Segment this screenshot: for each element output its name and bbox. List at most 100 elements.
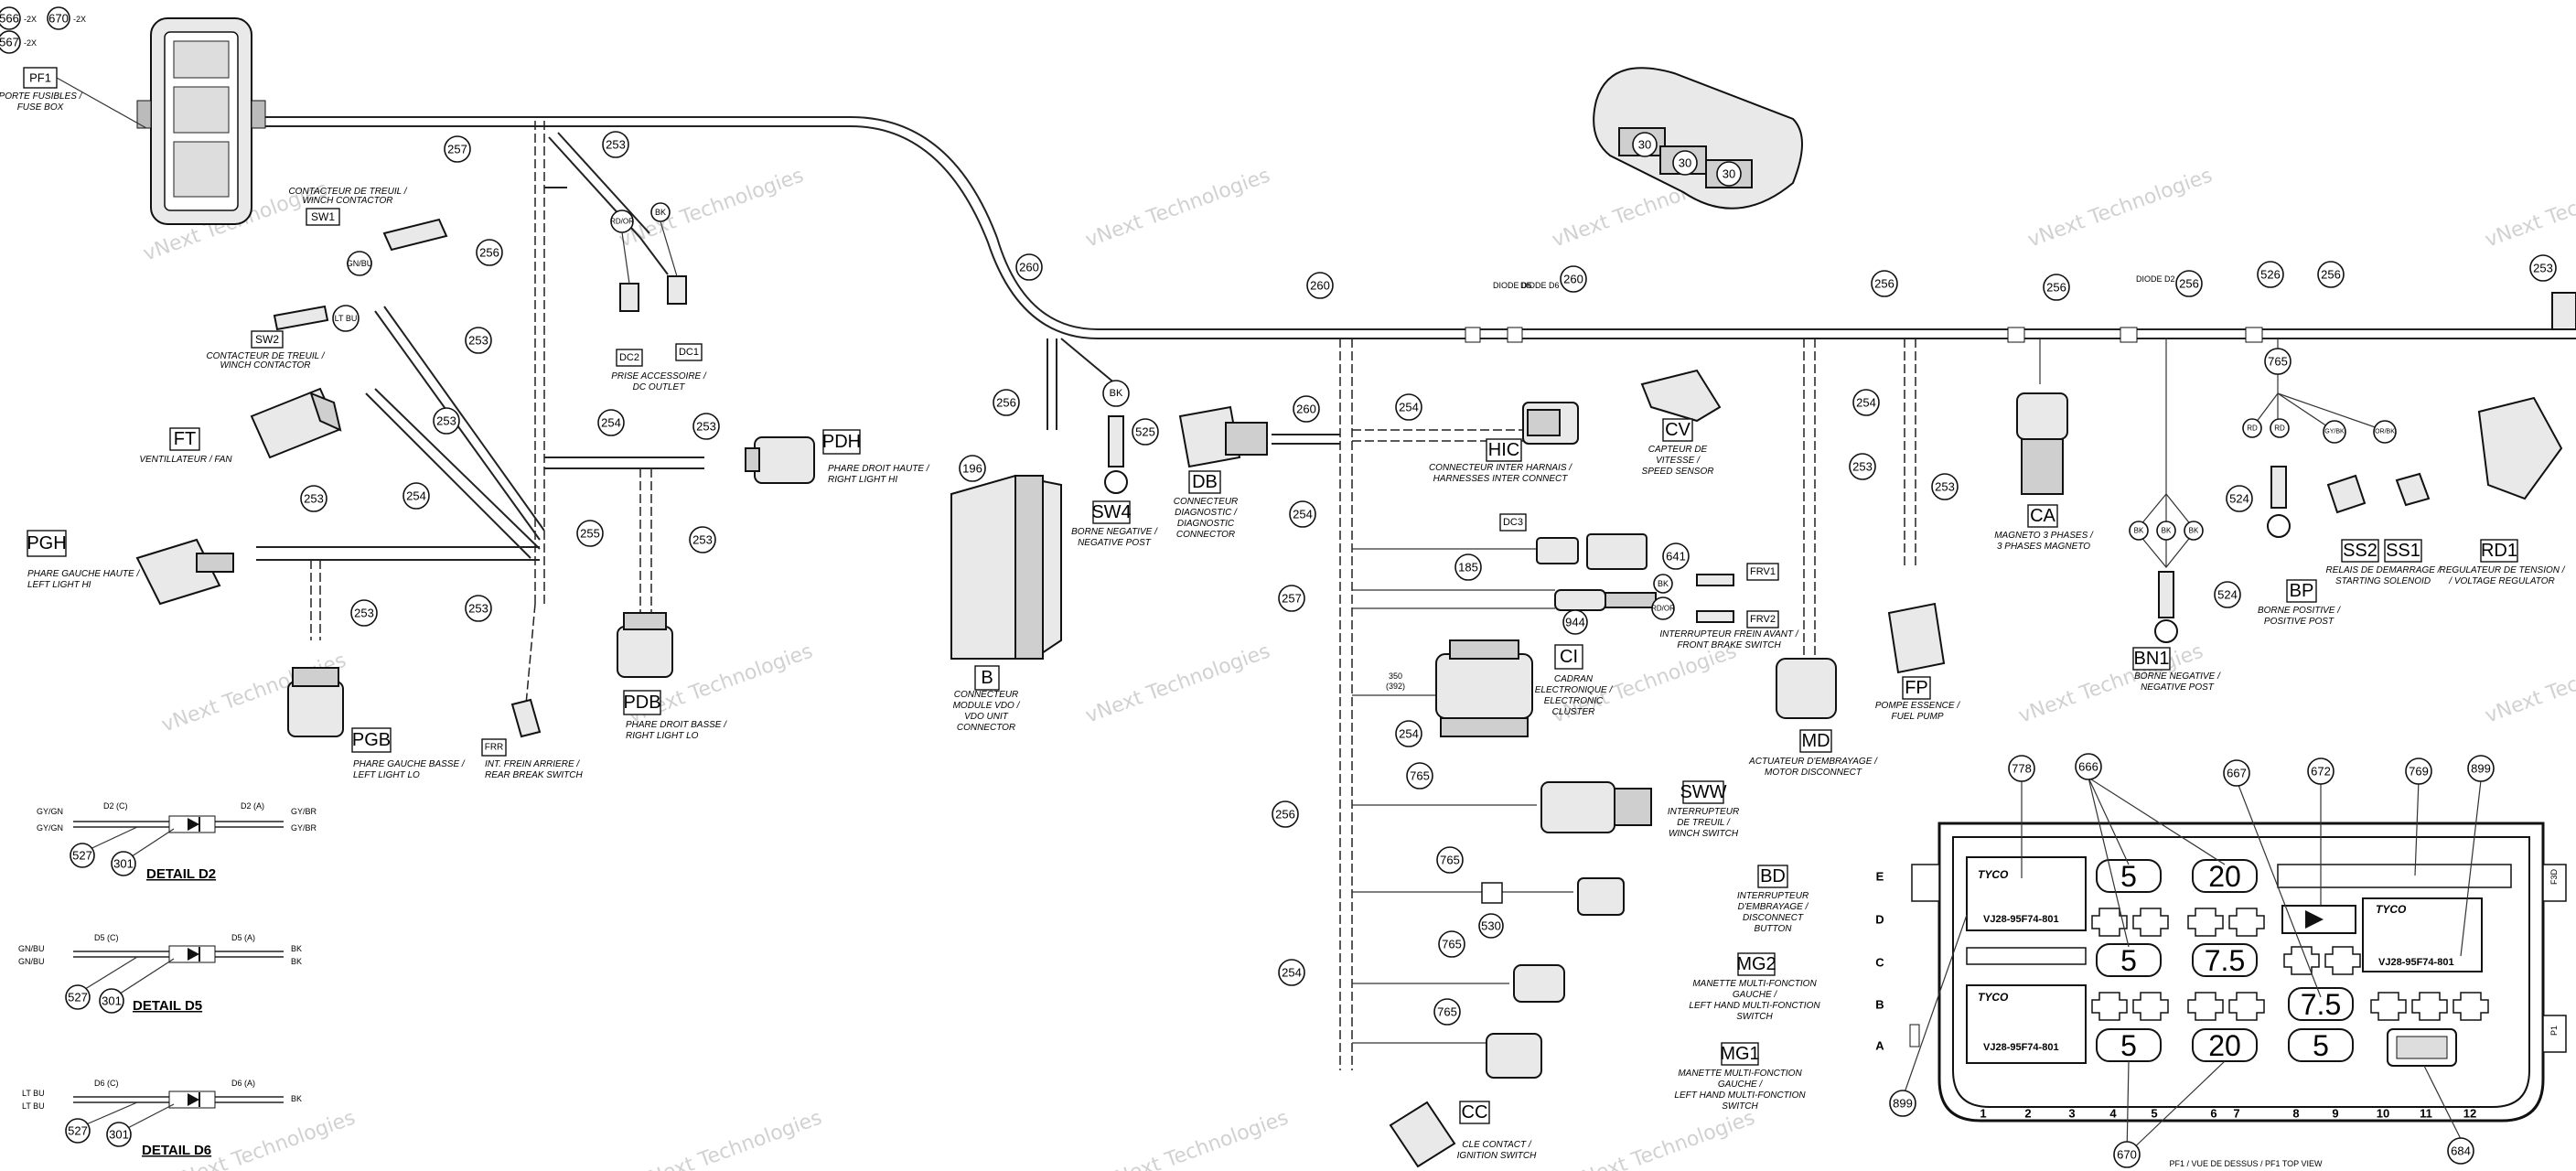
svg-text:20: 20: [2208, 1029, 2241, 1062]
d2-callout-527: 527: [70, 843, 95, 868]
ss-desc: STARTING SOLENOID: [2335, 576, 2431, 586]
pgh-code: PGH: [27, 530, 67, 557]
cc-ignition-connector[interactable]: [1389, 1101, 1456, 1168]
dc3-connector[interactable]: [1536, 533, 1648, 570]
callout-765-bp: 765: [2264, 348, 2292, 375]
dc1-connector[interactable]: [667, 275, 687, 305]
sww-desc: INTERRUPTEUR: [1668, 807, 1739, 817]
rd1-regulator-connector[interactable]: [2477, 292, 2576, 500]
frv-connector[interactable]: [1554, 589, 1657, 611]
callout-254-a: 254: [402, 482, 430, 510]
pgh-connector[interactable]: [135, 538, 234, 606]
fuse-5-a2[interactable]: 5: [2288, 1028, 2354, 1062]
sw4-post[interactable]: [1104, 415, 1128, 494]
wire-tag-rd-1: RD: [2242, 418, 2262, 438]
callout-253-a: 253: [465, 327, 492, 354]
ft-connector[interactable]: [250, 387, 342, 459]
frv1-code: FRV1: [1746, 563, 1779, 581]
svg-text:253: 253: [304, 492, 324, 506]
md-desc: ACTUATEUR D'EMBRAYAGE /: [1748, 757, 1878, 767]
callout-641: 641: [1662, 543, 1690, 570]
db-connector[interactable]: [1178, 405, 1268, 468]
cv-desc: SPEED SENSOR: [1642, 467, 1714, 477]
svg-text:253: 253: [1935, 480, 1955, 494]
ca-desc: 3 PHASES MAGNETO: [1997, 542, 2090, 552]
b-vdo-connector[interactable]: [950, 474, 1062, 660]
svg-text:DC2: DC2: [619, 352, 639, 363]
pdb-connector[interactable]: [617, 612, 673, 678]
frv2-code: FRV2: [1746, 610, 1779, 628]
pgb-desc: LEFT LIGHT LO: [353, 770, 420, 780]
dc2-connector[interactable]: [619, 283, 639, 312]
fuse-panel-view-label: PF1 / VUE DE DESSUS / PF1 TOP VIEW: [2169, 1159, 2323, 1168]
mg1-desc: LEFT HAND MULTI-FONCTION: [1674, 1090, 1806, 1101]
svg-text:944: 944: [1565, 616, 1585, 629]
svg-text:PF1: PF1: [29, 71, 51, 85]
pgh-desc: LEFT LIGHT HI: [27, 580, 91, 590]
fuse-7-5-b[interactable]: 7.5: [2288, 987, 2354, 1021]
svg-text:RD: RD: [2274, 424, 2285, 433]
fuse-5-a[interactable]: 5: [2096, 1028, 2162, 1062]
svg-text:527: 527: [68, 991, 88, 1004]
d2-label-a: D2 (A): [241, 801, 264, 811]
svg-text:DC1: DC1: [679, 347, 699, 358]
svg-text:253: 253: [436, 414, 456, 428]
fuse-5-e[interactable]: 5: [2096, 859, 2162, 893]
fuse-box-desc-fr: PORTE FUSIBLES /: [0, 91, 83, 102]
ci-cluster-connector[interactable]: [1435, 639, 1533, 737]
fuse-box-pf1[interactable]: [136, 17, 266, 225]
svg-text:253: 253: [468, 602, 488, 616]
bd-connector[interactable]: [1481, 877, 1625, 916]
fuse-7-5-c[interactable]: 7.5: [2192, 943, 2258, 977]
bd-desc: BUTTON: [1755, 924, 1793, 934]
col-label-7: 7: [2233, 1107, 2239, 1121]
fuse-20-e[interactable]: 20: [2192, 859, 2258, 893]
svg-text:253: 253: [606, 138, 626, 152]
ss2-connector[interactable]: [2326, 474, 2367, 514]
svg-text:256: 256: [1275, 808, 1295, 822]
pgb-desc: PHARE GAUCHE BASSE /: [353, 759, 466, 769]
pdh-connector[interactable]: [745, 436, 815, 484]
svg-text:HIC: HIC: [1488, 440, 1519, 460]
cv-sensor[interactable]: [1640, 369, 1722, 423]
col-label-6: 6: [2210, 1107, 2216, 1121]
md-actuator[interactable]: [1776, 658, 1837, 719]
bp-post[interactable]: [2267, 466, 2291, 538]
pdb-desc: PHARE DROIT BASSE /: [626, 720, 727, 730]
callout-256-f: 256: [2175, 270, 2203, 297]
svg-text:30: 30: [1723, 167, 1735, 181]
ca-magneto-connector[interactable]: [2016, 392, 2068, 495]
fp-fuel-pump-connector[interactable]: [1887, 602, 1946, 674]
hic-connector[interactable]: [1522, 402, 1579, 445]
pgb-connector[interactable]: [287, 667, 344, 737]
fuse-5-c[interactable]: 5: [2096, 943, 2162, 977]
sww-connector[interactable]: [1540, 781, 1652, 833]
panel-callout-667: 667: [2223, 759, 2250, 787]
svg-text:SW2: SW2: [255, 333, 279, 346]
pgb-code: PGB: [351, 727, 392, 753]
svg-text:257: 257: [1282, 592, 1302, 606]
sw1-connector[interactable]: [382, 218, 448, 252]
bn1-code: BN1: [2132, 647, 2171, 671]
pdb-desc: RIGHT LIGHT LO: [626, 731, 699, 741]
ss1-connector[interactable]: [2395, 472, 2431, 507]
top-center-connector[interactable]: [1593, 67, 1803, 209]
d5-left-top: GN/BU: [18, 944, 45, 953]
fuse-20-a[interactable]: 20: [2192, 1028, 2258, 1062]
fuse-ref-suffix: -2X: [24, 15, 37, 24]
svg-text:5: 5: [2120, 860, 2137, 893]
callout-256-e: 256: [2043, 274, 2070, 301]
panel-callout-899-left: 899: [1889, 1090, 1916, 1117]
mg1-connector[interactable]: [1486, 1033, 1542, 1079]
row-label-c: C: [1875, 956, 1884, 970]
bn1-post[interactable]: [2135, 493, 2196, 643]
sw2-connector[interactable]: [273, 305, 329, 331]
frr-connector[interactable]: [510, 698, 542, 738]
mg2-connector[interactable]: [1513, 964, 1565, 1003]
col-label-12: 12: [2463, 1107, 2476, 1121]
svg-text:524: 524: [2229, 492, 2249, 506]
pdh-desc: PHARE DROIT HAUTE /: [828, 464, 930, 474]
pgh-desc: PHARE GAUCHE HAUTE /: [27, 569, 140, 579]
svg-text:RD1: RD1: [2481, 541, 2517, 561]
